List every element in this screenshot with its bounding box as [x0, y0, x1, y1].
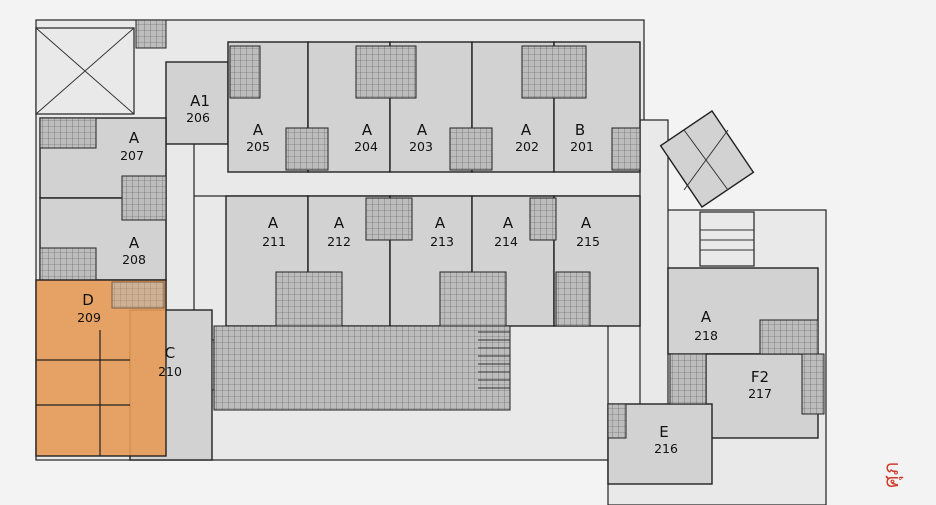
unit-type-label: A — [268, 214, 279, 232]
unit-number-label: 218 — [694, 328, 718, 343]
unit-number-label: 212 — [327, 234, 351, 249]
unit-type-label: A — [701, 308, 712, 326]
unit-number-label: 217 — [748, 386, 772, 401]
unit-number-label: 214 — [494, 234, 518, 249]
unit-type-label: A — [435, 214, 446, 232]
unit-number-label: 203 — [409, 139, 433, 154]
void-cross — [35, 27, 135, 115]
east-corridor — [639, 119, 669, 441]
unit-number-label: 205 — [246, 139, 270, 154]
unit-number-label: 213 — [430, 234, 454, 249]
west-units — [39, 117, 231, 461]
unit-type-label: A — [129, 234, 140, 252]
courtyard-deck — [213, 325, 511, 411]
unit-type-label: C — [165, 344, 175, 362]
unit-number-label: 207 — [120, 148, 144, 163]
unit-number-label: 216 — [654, 441, 678, 456]
unit-type-label: D — [82, 291, 94, 309]
unit-number-label: 201 — [570, 139, 594, 154]
unit-type-label: A — [129, 129, 140, 147]
unit-209-highlight — [35, 279, 167, 457]
unit-type-label: A1 — [190, 92, 210, 110]
unit-number-label: 211 — [262, 234, 286, 249]
middle-row-units — [225, 195, 641, 327]
unit-type-label: A — [362, 121, 373, 139]
unit-type-label: A — [581, 214, 592, 232]
west-corridor — [165, 139, 195, 326]
elevator-core — [659, 110, 755, 267]
stamp-text: ศุภ — [879, 462, 904, 488]
unit-type-label: A — [334, 214, 345, 232]
unit-number-label: 204 — [354, 139, 378, 154]
unit-number-label: 209 — [77, 310, 101, 325]
unit-type-label: B — [575, 121, 585, 139]
shaft-tile — [135, 19, 167, 49]
unit-number-label: 208 — [122, 252, 146, 267]
unit-type-label: E — [659, 423, 668, 441]
unit-type-label: A — [253, 121, 264, 139]
unit-type-label: A — [417, 121, 428, 139]
top-row-units — [165, 41, 641, 173]
unit-number-label: 215 — [576, 234, 600, 249]
unit-number-label: 210 — [158, 364, 182, 379]
courtyard-steps — [478, 331, 510, 389]
unit-number-label: 202 — [515, 139, 539, 154]
unit-type-label: A — [521, 121, 532, 139]
unit-labels: A1 206 A 207 A 208 D 209 C 210 A 205 A 2… — [77, 92, 772, 456]
unit-number-label: 206 — [186, 110, 210, 125]
unit-type-label: F2 — [751, 368, 769, 386]
east-wing-units — [607, 267, 825, 485]
unit-type-label: A — [503, 214, 514, 232]
